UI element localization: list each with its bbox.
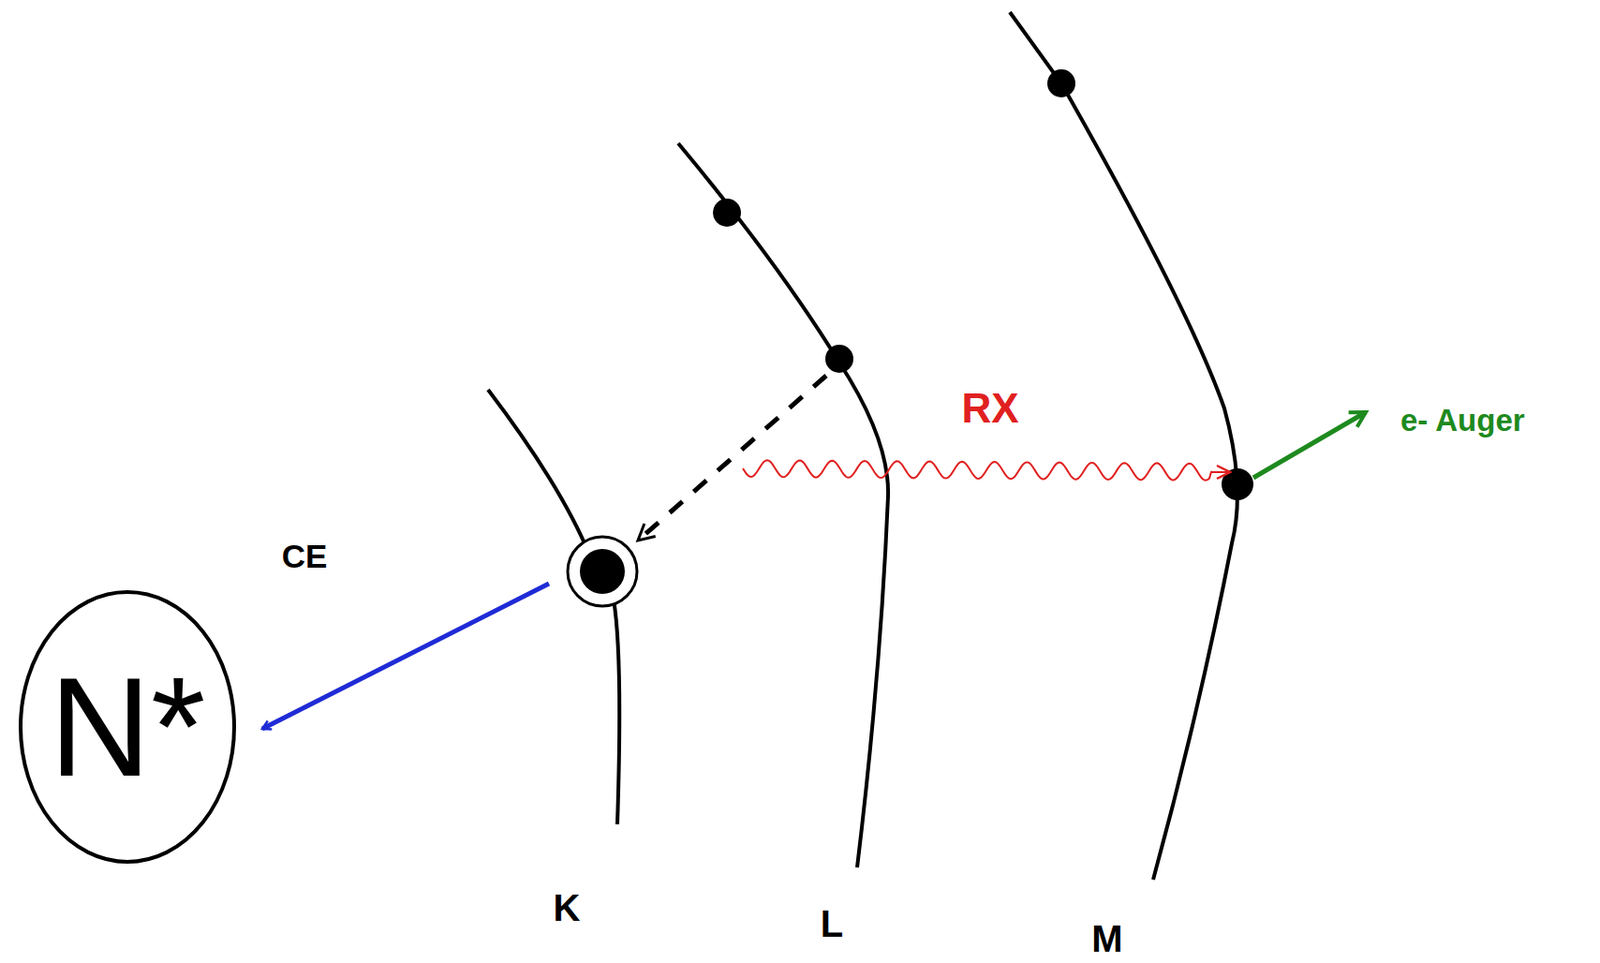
- shell-label: M: [1091, 918, 1123, 960]
- electron: [1047, 69, 1076, 98]
- nucleus-symbol: N*: [17, 589, 238, 865]
- auger-arrow: [1253, 412, 1366, 478]
- shell-label: K: [553, 887, 581, 929]
- xray-wave: [742, 459, 1230, 481]
- electron: [712, 198, 741, 227]
- electron: [825, 344, 854, 373]
- electron: [1221, 468, 1254, 501]
- vacancy-ring: [567, 536, 638, 607]
- transition-arrow: [637, 375, 827, 541]
- capture-arrow: [262, 583, 549, 729]
- m-shell: [1009, 12, 1238, 880]
- shell-label: L: [820, 903, 844, 945]
- process-label: CE: [281, 538, 328, 576]
- captured-electron: [579, 548, 625, 594]
- l-shell: [678, 143, 889, 868]
- xray-label: RX: [961, 385, 1019, 431]
- nucleus-circle: N*: [17, 589, 238, 865]
- auger-label: e- Auger: [1400, 403, 1526, 438]
